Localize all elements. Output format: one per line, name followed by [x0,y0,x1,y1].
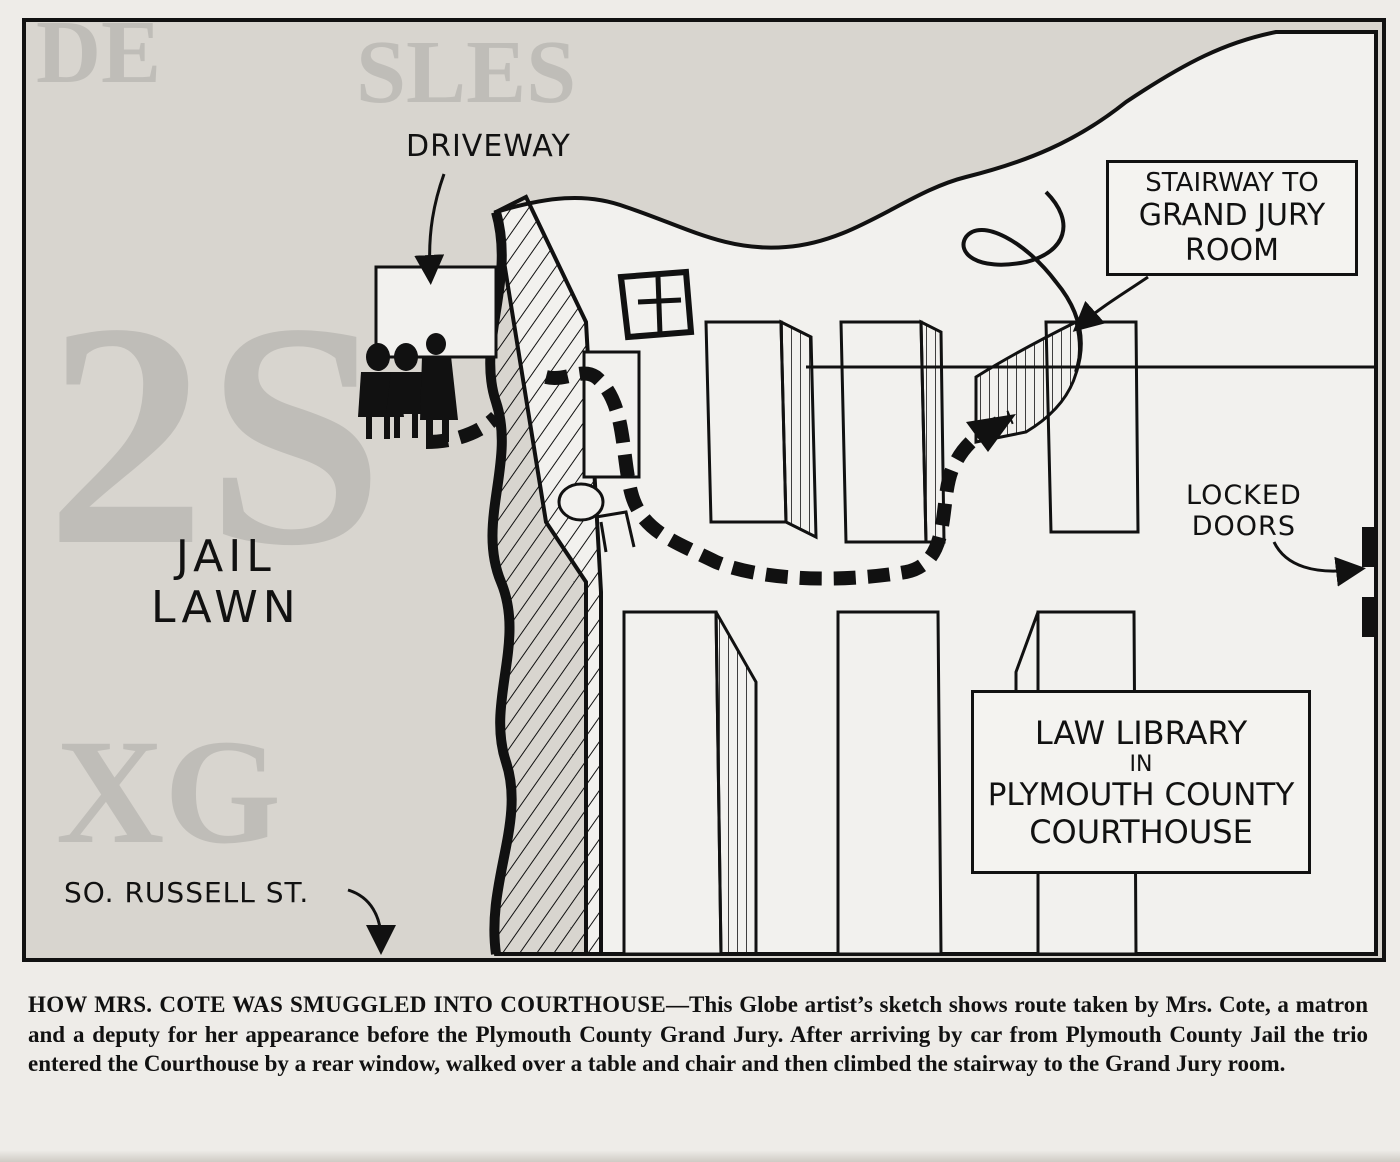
svg-text:XG: XG [56,709,281,875]
svg-text:SLES: SLES [356,23,576,122]
page-edge [0,1150,1400,1162]
jail-lawn-line: JAIL [175,531,276,582]
table [557,482,605,522]
locked-door [1362,527,1376,567]
svg-text:DE: DE [36,22,161,102]
route-path [425,366,1014,586]
caption: HOW MRS. COTE WAS SMUGGLED INTO COURTHOU… [28,990,1368,1079]
ghost-print: DE SLES 2S XG [36,22,576,875]
skylight [617,268,695,341]
law-library-sign: LAW LIBRARY IN PLYMOUTH COUNTY COURTHOUS… [971,690,1311,874]
street-arrow [347,888,396,955]
sketch-frame: DE SLES 2S XG [22,18,1386,962]
library-line: IN [1129,751,1153,777]
locked-door [1362,597,1376,637]
stairway-line: GRAND JURY [1138,198,1326,233]
stairway-arrow [1072,275,1149,332]
locked-doors-arrow [1272,541,1366,587]
stairway-line: ROOM [1185,233,1279,268]
chair [595,510,636,553]
svg-text:2S: 2S [46,258,384,612]
caption-headline: HOW MRS. COTE WAS SMUGGLED INTO COURTHOU… [28,992,667,1017]
street-label: SO. RUSSELL ST. [64,876,310,909]
driveway-label: DRIVEWAY [406,129,571,164]
route-arrowhead [966,414,1016,452]
locked-doors-line: LOCKED [1186,480,1302,511]
jail-lawn-line: LAWN [151,581,301,633]
locked-doors-label: LOCKED DOORS [1186,480,1302,542]
stairway-line: STAIRWAY TO [1145,168,1319,198]
library-line: COURTHOUSE [1029,812,1253,851]
locked-doors-line: DOORS [1191,511,1296,543]
figures-trio [358,333,458,442]
library-line: LAW LIBRARY [1034,713,1248,752]
stairway-sign: STAIRWAY TO GRAND JURY ROOM [1106,160,1358,276]
jail-lawn-label: JAIL LAWN [151,531,301,633]
library-line: PLYMOUTH COUNTY [987,776,1295,813]
driveway-arrow [414,173,446,285]
caption-body: —This Globe artist’s sketch shows route … [28,992,1369,1076]
